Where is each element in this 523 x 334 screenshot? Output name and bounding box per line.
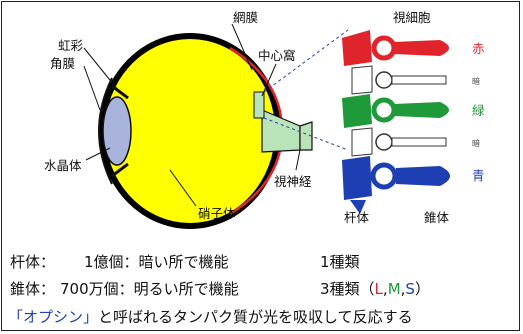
label-iris: 虹彩 xyxy=(58,38,84,53)
label-rod: 杆体 xyxy=(344,210,370,225)
cone-type-M: M xyxy=(387,280,401,298)
cornea xyxy=(98,77,113,185)
green-cone-nucleus xyxy=(371,97,397,123)
cone-count: 700万個：明るい所で機能 xyxy=(60,280,239,298)
blue-cone-nucleus xyxy=(370,162,398,190)
projection-line-bottom xyxy=(263,117,349,151)
rod-types: 1種類 xyxy=(320,253,360,271)
red-cone-base xyxy=(342,30,372,66)
label-cornea: 角膜 xyxy=(50,56,75,71)
rod2-nucleus xyxy=(375,133,393,151)
green-cone-outer xyxy=(394,102,449,118)
label-green: 緑 xyxy=(472,103,485,118)
rod1-base xyxy=(351,65,373,95)
rod1-outer xyxy=(391,75,447,85)
blue-cone-outer xyxy=(396,166,450,186)
rod-label: 杆体： xyxy=(10,253,56,271)
cone-types-suffix: ） xyxy=(414,280,430,298)
cone-type-S: S xyxy=(405,280,415,298)
label-dark-2: 暗 xyxy=(472,138,480,148)
leader-cornea xyxy=(83,65,101,111)
cone-comma-2: , xyxy=(400,280,406,298)
lens xyxy=(102,96,132,166)
rod-count: 1億個：暗い所で機能 xyxy=(84,253,229,271)
green-cone-base xyxy=(342,94,372,128)
leader-fovea xyxy=(261,63,277,97)
rod2-base xyxy=(351,127,373,157)
leader-lens xyxy=(85,147,111,161)
label-fovea: 中心窩 xyxy=(258,48,296,63)
iris-lower xyxy=(111,162,129,178)
label-cone: 錐体 xyxy=(424,210,450,225)
label-vitreous: 硝子体 xyxy=(198,206,236,221)
footer-rest: と呼ばれるタンパク質が光を吸収して反応する xyxy=(98,308,413,326)
opsin-term: 「オプシン」 xyxy=(8,308,99,326)
label-dark-1: 暗 xyxy=(472,76,480,86)
cone-comma-1: , xyxy=(382,280,388,298)
rod2-outer xyxy=(391,137,447,147)
label-optic-nerve: 視神経 xyxy=(274,174,312,189)
rod1-nucleus xyxy=(375,71,393,89)
red-cone-nucleus xyxy=(371,35,397,61)
cone-types-prefix: 3種類（ xyxy=(320,280,375,298)
cone-type-L: L xyxy=(374,280,383,298)
label-retina: 網膜 xyxy=(233,10,258,25)
footer-line: 「オプシン」と呼ばれるタンパク質が光を吸収して反応する xyxy=(8,306,413,327)
photoreceptor-cells xyxy=(342,30,450,214)
label-photoreceptor: 視細胞 xyxy=(393,10,431,25)
rod-info-line: 杆体： 1億個：暗い所で機能 1種類 xyxy=(10,251,360,272)
leader-vitreous xyxy=(169,169,197,207)
blue-cone-base xyxy=(342,156,372,200)
cone-label: 錐体： xyxy=(10,280,56,298)
fovea-marker xyxy=(253,91,265,119)
label-red: 赤 xyxy=(472,41,485,56)
blue-cone-tail xyxy=(350,200,366,214)
vitreous-body xyxy=(105,39,275,223)
iris-upper xyxy=(111,84,129,100)
label-lens: 水晶体 xyxy=(44,158,82,173)
leader-optic-nerve xyxy=(295,149,301,171)
leader-retina xyxy=(231,23,253,71)
label-blue: 青 xyxy=(472,168,485,183)
red-cone-outer xyxy=(394,40,449,56)
optic-nerve-end xyxy=(299,121,313,151)
leader-iris xyxy=(83,47,119,91)
